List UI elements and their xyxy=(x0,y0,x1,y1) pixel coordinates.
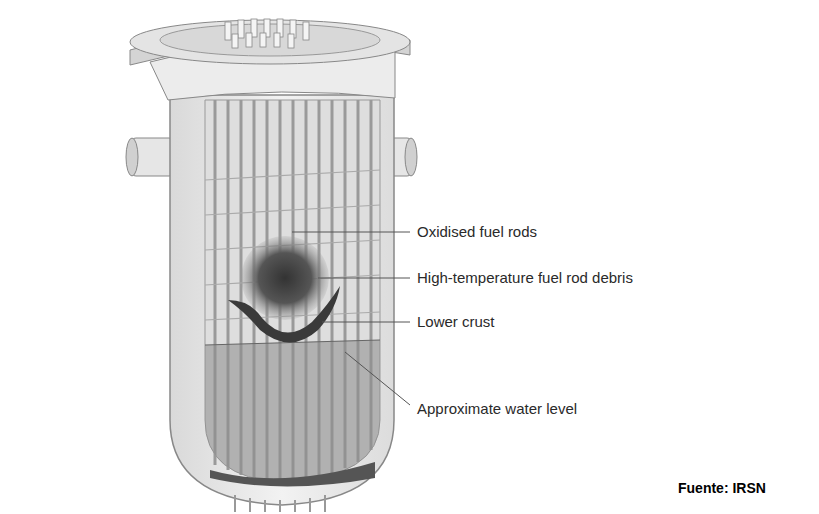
part-label: Approximate water level xyxy=(417,400,577,418)
part-label: High-temperature fuel rod debris xyxy=(417,269,633,287)
source-note: Fuente: IRSN xyxy=(678,479,766,497)
part-label: Oxidised fuel rods xyxy=(417,223,537,241)
part-label: Lower crust xyxy=(417,313,495,331)
